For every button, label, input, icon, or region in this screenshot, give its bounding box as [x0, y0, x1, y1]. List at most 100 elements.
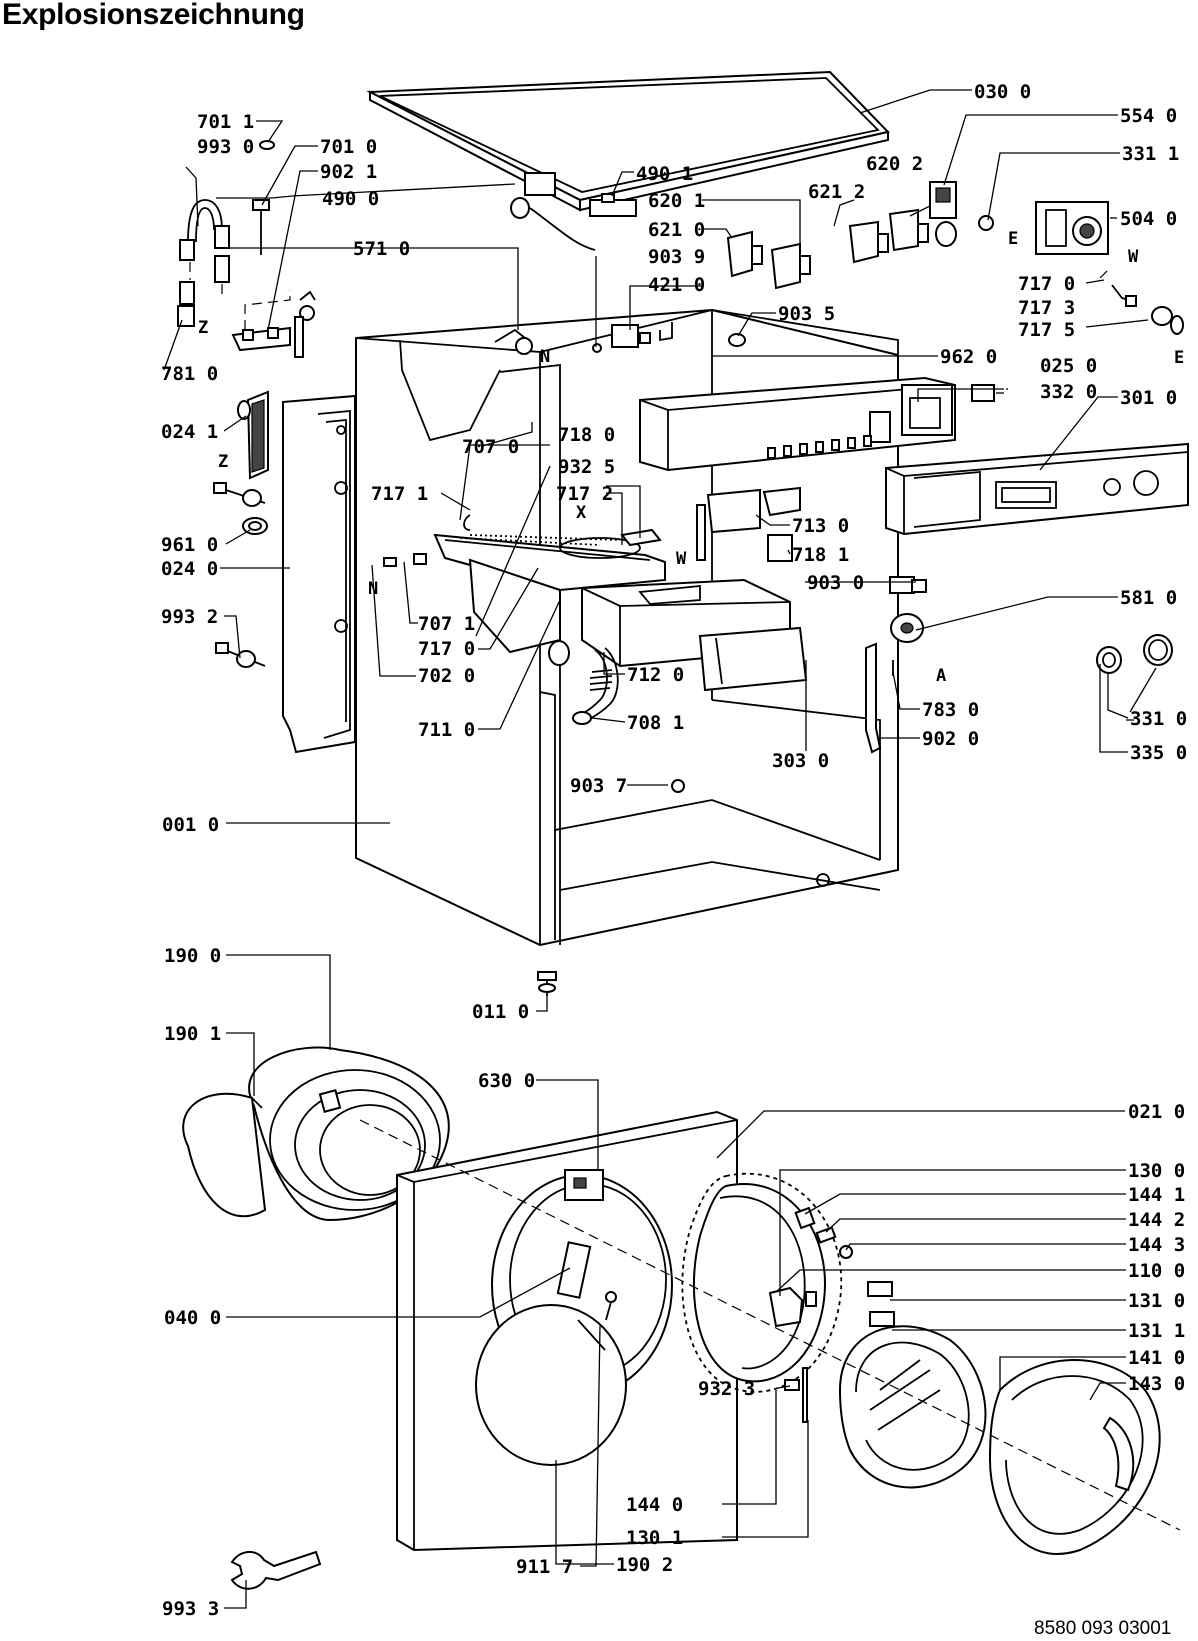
part-label: 554 0 — [1120, 105, 1177, 127]
leader-lines — [163, 89, 1157, 1609]
part-label: 144 2 — [1128, 1209, 1185, 1231]
part-label: 717 5 — [1018, 319, 1075, 341]
marker-z: Z — [218, 452, 228, 472]
part-label: 490 1 — [636, 163, 693, 185]
part-label: 932 5 — [558, 456, 615, 478]
side-panel-part — [282, 394, 356, 754]
part-label: 024 0 — [161, 558, 218, 580]
part-label: 421 0 — [648, 274, 705, 296]
part-label: 190 2 — [616, 1554, 673, 1576]
part-label: 490 0 — [322, 188, 379, 210]
part-label: 707 0 — [462, 436, 519, 458]
part-label: 144 3 — [1128, 1234, 1185, 1256]
inlet-hose-part — [177, 140, 316, 358]
wrench-tool-part — [230, 1550, 322, 1590]
part-label: 331 1 — [1122, 143, 1179, 165]
part-label: 331 0 — [1130, 708, 1187, 730]
document-number: 8580 093 03001 — [1034, 1618, 1172, 1639]
part-label: 021 0 — [1128, 1101, 1185, 1123]
part-label: 902 0 — [922, 728, 979, 750]
part-label: 708 1 — [627, 712, 684, 734]
part-label: 961 0 — [161, 534, 218, 556]
part-label: 717 3 — [1018, 297, 1075, 319]
part-label: 504 0 — [1120, 208, 1177, 230]
part-label: 717 1 — [371, 483, 428, 505]
part-label: 011 0 — [472, 1001, 529, 1023]
part-label: 711 0 — [418, 719, 475, 741]
marker-n: N — [540, 347, 550, 367]
part-label: 713 0 — [792, 515, 849, 537]
part-label: 571 0 — [353, 238, 410, 260]
part-label: 040 0 — [164, 1307, 221, 1329]
switch-row — [767, 435, 872, 459]
part-label: 717 2 — [556, 483, 613, 505]
part-label: 025 0 — [1040, 355, 1097, 377]
marker-x: X — [576, 503, 587, 523]
part-label: 141 0 — [1128, 1347, 1185, 1369]
detergent-dispenser-part — [383, 514, 808, 725]
part-label: 902 1 — [320, 161, 377, 183]
part-label: 903 9 — [648, 246, 705, 268]
porthole-door-part — [681, 1172, 1161, 1555]
small-parts-middle — [537, 486, 1173, 996]
part-label: 962 0 — [940, 346, 997, 368]
part-label: 718 0 — [558, 424, 615, 446]
part-label: 190 1 — [164, 1023, 221, 1045]
part-label: 143 0 — [1128, 1373, 1185, 1395]
part-label: 131 1 — [1128, 1320, 1185, 1342]
part-label: 781 0 — [161, 363, 218, 385]
part-label: 332 0 — [1040, 381, 1097, 403]
hose-ribs — [589, 669, 613, 691]
part-label: 024 1 — [161, 421, 218, 443]
marker-e: E — [1174, 348, 1184, 368]
marker-z: Z — [198, 318, 208, 338]
assembly-axis — [359, 1119, 1181, 1531]
part-label: 001 0 — [162, 814, 219, 836]
part-label: 702 0 — [418, 665, 475, 687]
lint-filter-part — [213, 390, 269, 668]
part-label: 621 0 — [648, 219, 705, 241]
part-label: 717 0 — [1018, 273, 1075, 295]
part-label: 335 0 — [1130, 742, 1187, 764]
part-label: 903 7 — [570, 775, 627, 797]
part-label: 303 0 — [772, 750, 829, 772]
part-label: 718 1 — [792, 544, 849, 566]
part-label: 993 3 — [162, 1598, 219, 1620]
control-panel-part — [639, 376, 1189, 536]
marker-a: A — [936, 666, 946, 686]
marker-w: W — [1128, 247, 1139, 267]
part-label: 932 3 — [698, 1378, 755, 1400]
connection-markers: Z Z N N E E W W X A — [198, 229, 1184, 686]
part-label: 030 0 — [974, 81, 1031, 103]
part-label: 130 0 — [1128, 1160, 1185, 1182]
electrical-components — [494, 172, 1184, 355]
part-label: 712 0 — [627, 664, 684, 686]
part-label: 701 1 — [197, 111, 254, 133]
part-label: 190 0 — [164, 945, 221, 967]
part-label: 130 1 — [626, 1527, 683, 1549]
part-label: 911 7 — [516, 1556, 573, 1578]
part-label: 110 0 — [1128, 1260, 1185, 1282]
part-label: 903 5 — [778, 303, 835, 325]
part-label: 581 0 — [1120, 587, 1177, 609]
part-label: 993 0 — [197, 136, 254, 158]
part-label: 620 2 — [866, 153, 923, 175]
part-label: 717 0 — [418, 638, 475, 660]
part-label: 301 0 — [1120, 387, 1177, 409]
page-title: Explosionszeichnung — [2, 0, 305, 31]
part-label: 903 0 — [807, 572, 864, 594]
part-label: 144 1 — [1128, 1184, 1185, 1206]
marker-w: W — [676, 549, 687, 569]
part-label: 621 2 — [808, 181, 865, 203]
part-label: 144 0 — [626, 1494, 683, 1516]
part-label: 630 0 — [478, 1070, 535, 1092]
marker-e: E — [1008, 229, 1018, 249]
part-label: 620 1 — [648, 190, 705, 212]
marker-n: N — [368, 579, 378, 599]
front-panel-part — [396, 1110, 738, 1552]
part-label: 131 0 — [1128, 1290, 1185, 1312]
part-label: 783 0 — [922, 699, 979, 721]
part-label: 707 1 — [418, 613, 475, 635]
part-number-labels: 701 1 993 0 701 0 902 1 490 0 571 0 781 … — [161, 81, 1187, 1620]
